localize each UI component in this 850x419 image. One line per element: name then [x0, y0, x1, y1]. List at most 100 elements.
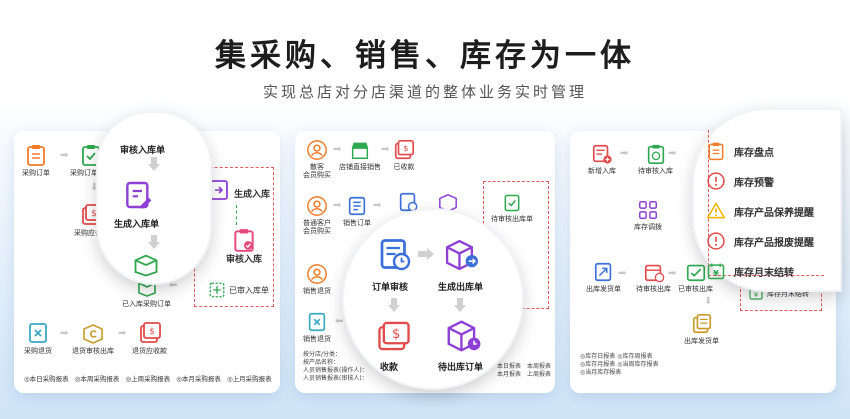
new-in-node[interactable]: 新增入库 [588, 143, 616, 175]
sales-reports: 本日报表 本周报表 本月报表 上周报表 [497, 363, 551, 379]
retail-customer-node[interactable]: 散客 会员购买 [303, 139, 331, 179]
arrow-down-icon: ⬇ [90, 182, 99, 193]
doc-check-icon [504, 194, 520, 212]
open-box-icon [134, 254, 158, 277]
received-node[interactable]: $ 已收款 [393, 139, 415, 171]
arrow-right-icon: ➡ [60, 328, 69, 339]
arrow-down-icon [388, 298, 400, 312]
plus-box-icon [209, 282, 225, 298]
arrow-right-icon: ➡ [668, 148, 677, 159]
pending-out-label: 待出库订单 [438, 363, 484, 373]
review-in-right-label: 审核入库 [226, 255, 263, 265]
maintenance-reminder-item[interactable]: 库存产品保养提醒 [706, 196, 814, 226]
report-link[interactable]: ◎上月采购报表 [227, 375, 272, 383]
arrow-right-icon: ➡ [60, 150, 69, 161]
doc-arrow-icon [594, 262, 611, 282]
report-link[interactable]: 上周报表 [527, 371, 552, 379]
gen-in-label: 生成入库单 [114, 220, 160, 230]
report-link[interactable]: ◎库存日报表 [580, 353, 616, 360]
money-doc-icon: $ [394, 140, 414, 160]
stock-warning-item[interactable]: 库存预警 [706, 166, 814, 196]
store-icon [351, 142, 369, 159]
monthly-close-label: 库存月末结转 [767, 289, 809, 298]
store-retail-label: 店铺直接销售 [339, 163, 381, 171]
review-in-right-node[interactable]: 审核入库 [226, 227, 262, 265]
stock-check-item[interactable]: 库存盘点 [706, 136, 814, 166]
sales-return-node[interactable]: 销售退货 [303, 311, 331, 343]
report-link[interactable]: ◎本月采购报表 [176, 375, 221, 383]
inventory-reports: ◎库存日报表 ◎库存周报表 ◎库存月报表 ◎当周库存报表 ◎当月库存报表 [580, 353, 658, 377]
stocked-right-node[interactable]: 已审入库单 [208, 281, 269, 299]
sales-return-customer-label: 销售退货 [303, 287, 331, 295]
out-doc-node[interactable]: 出库发货单 [586, 261, 621, 293]
inventory-magnifier: 库存盘点 库存预警 库存产品保养提醒 库存产品报废提醒 [694, 110, 840, 290]
doc-clock-icon [399, 192, 418, 212]
doc-list-icon [348, 196, 366, 216]
out-ship-node[interactable]: 出库发货单 [684, 313, 719, 345]
wholesale-customer-node[interactable]: 普通客户 会员购买 [303, 195, 331, 235]
report-link[interactable]: 本月报表 [497, 371, 522, 379]
order-review-label: 订单审核 [372, 283, 409, 293]
gen-in-right-label: 生成入库 [234, 190, 271, 200]
purchase-return-node[interactable]: 采购退货 [24, 321, 52, 355]
out-review-node[interactable]: 待审核出库 [636, 261, 671, 293]
report-link[interactable]: ◎库存周报表 [617, 353, 653, 360]
alert-circle-icon [707, 172, 725, 190]
store-retail-node[interactable]: 店铺直接销售 [339, 139, 381, 171]
sales-order-label: 销售订单 [343, 219, 371, 227]
return-out-node[interactable]: 退货审核出库 [72, 321, 114, 355]
review-out-node[interactable]: 待审核出库单 [491, 193, 533, 223]
report-link[interactable]: 本周报表 [527, 363, 552, 370]
purchase-order-review-label: 采购订单审核 [70, 169, 112, 177]
calendar-clock-icon [644, 264, 664, 283]
report-link[interactable]: 本日报表 [497, 363, 522, 370]
report-link[interactable]: ◎上周采购报表 [125, 375, 171, 383]
arrow-right-icon: ➡ [333, 144, 342, 155]
svg-text:¥: ¥ [713, 268, 719, 278]
user-circle-icon [307, 196, 327, 216]
purchase-reports: ◎本日采购报表 ◎本周采购报表 ◎上周采购报表 ◎本月采购报表 ◎上月采购报表 [24, 373, 276, 383]
in-review-node[interactable]: 待审核入库 [638, 143, 673, 175]
received-label: 已收款 [393, 163, 415, 171]
sales-magnifier: 订单审核 生成出库单 $ 收款 待出库订单 [344, 210, 522, 388]
arrow-right-icon: ➡ [618, 268, 627, 279]
svg-text:$: $ [403, 143, 408, 153]
report-link[interactable]: ◎库存月报表 [580, 361, 616, 369]
payable-label: 采购应付款 [74, 229, 109, 237]
calendar-check-icon [686, 264, 705, 282]
arrow-right-icon: ➡ [373, 200, 382, 211]
clipboard-check-icon [234, 229, 254, 252]
svg-text:$: $ [91, 209, 97, 219]
out-done-node[interactable]: 已审核出库 [678, 261, 713, 293]
in-review-label: 待审核入库 [638, 167, 673, 175]
doc-clock-icon [380, 239, 411, 271]
box-clock-icon [447, 320, 481, 352]
report-link[interactable]: ◎本日采购报表 [24, 375, 69, 383]
wholesale-customer-label: 普通客户 会员购买 [303, 219, 331, 236]
arrow-right-icon: ➡ [668, 268, 677, 279]
retail-customer-label: 散客 会员购买 [303, 163, 331, 180]
arrow-down-icon [148, 157, 160, 171]
out-ship-label: 出库发货单 [684, 337, 719, 345]
out-doc-label: 出库发货单 [586, 285, 621, 293]
transfer-node[interactable]: 库存调拨 [634, 199, 662, 231]
sales-return-label: 销售退货 [303, 335, 331, 343]
report-link[interactable]: ◎当周库存报表 [617, 361, 659, 369]
doc-arrow-icon [210, 180, 228, 200]
report-link[interactable]: ◎当月库存报表 [580, 369, 622, 377]
refund-node[interactable]: $ 退货应收款 [132, 321, 167, 355]
review-out-label: 待审核出库单 [491, 215, 533, 223]
scrap-reminder-item[interactable]: 库存产品报废提醒 [706, 226, 814, 256]
sales-order-node[interactable]: 销售订单 [343, 195, 371, 227]
warning-triangle-icon [706, 202, 726, 219]
sales-return-customer-node[interactable]: 销售退货 [303, 263, 331, 295]
report-link[interactable]: ◎本周采购报表 [74, 375, 120, 383]
sales-filter-lines: 按分店/分类： 按产品名称： 人员销售报表(操作人)： 人员销售报表(审核人)： [303, 351, 368, 383]
monthly-close-item[interactable]: ¥ 库存月末结转 [706, 256, 814, 286]
purchase-return-label: 采购退货 [24, 347, 52, 355]
gen-in-right-node[interactable] [207, 178, 231, 202]
box-return-icon [83, 324, 103, 344]
inventory-dashed-box [708, 130, 824, 276]
purchase-order-node[interactable]: 采购订单 [22, 143, 50, 177]
svg-text:$: $ [149, 327, 155, 337]
